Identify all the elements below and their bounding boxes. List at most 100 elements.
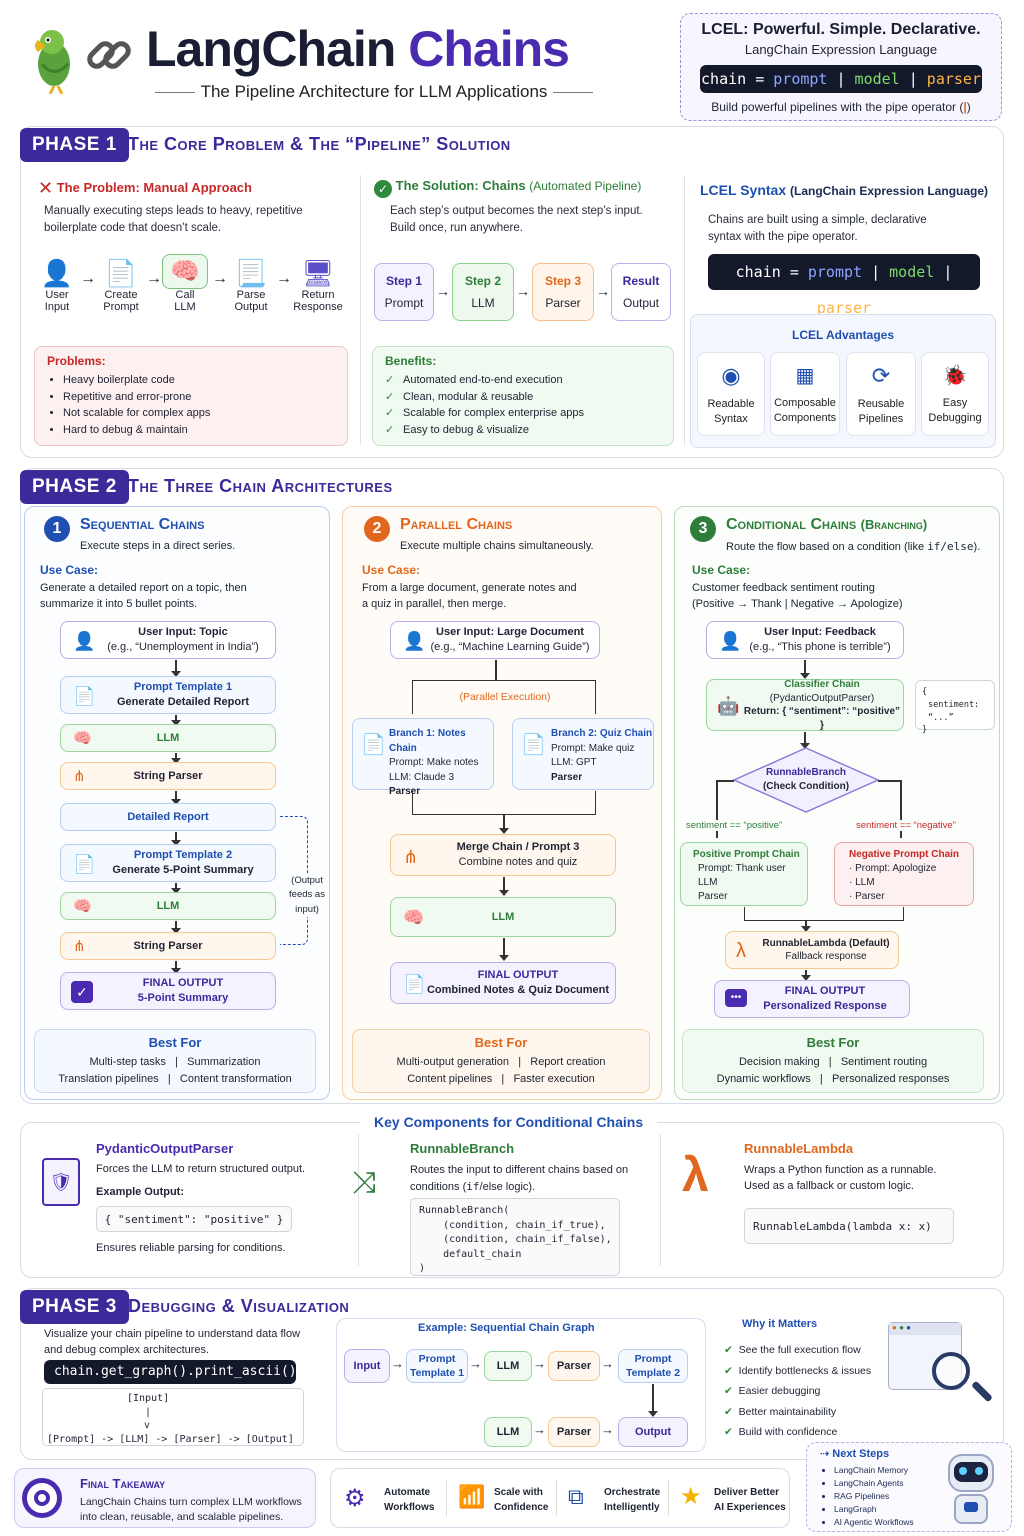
- lcel-header-foot: Build powerful pipelines with the pipe o…: [711, 100, 971, 114]
- parser-icon: ⋔: [73, 938, 86, 955]
- seq-title: Sequential Chains: [80, 516, 205, 533]
- key-components-title: Key Components for Conditional Chains: [360, 1114, 658, 1130]
- par-best-box: Best For Multi-output generation | Repor…: [352, 1029, 650, 1093]
- takeaway-title: Final Takeaway: [80, 1476, 166, 1491]
- user-icon: 👤: [403, 631, 426, 651]
- phase2-title: The Three Chain Architectures: [128, 476, 393, 496]
- cond-title: Conditional Chains (Branching): [726, 516, 928, 533]
- takeaway-text: LangChain Chains turn complex LLM workfl…: [80, 1496, 302, 1524]
- cond-input: 👤User Input: Feedback(e.g., “This phone …: [706, 621, 904, 659]
- checkbox-icon: ✓: [71, 981, 93, 1003]
- why-list: ✔ See the full execution flow ✔ Identify…: [724, 1344, 872, 1438]
- check-icon: ✔: [724, 1364, 733, 1377]
- magnifier-window-icon: ● ● ●: [888, 1322, 998, 1410]
- phase3-title: Debugging & Visualization: [128, 1296, 350, 1316]
- page-subtitle: The Pipeline Architecture for LLM Applic…: [136, 82, 612, 102]
- rb-desc: Routes the input to different chains bas…: [410, 1164, 629, 1193]
- robot-icon: 🤖: [717, 696, 740, 716]
- seq-usecase-label: Use Case:: [40, 563, 99, 577]
- document-icon: 📄: [521, 734, 546, 756]
- rl-title: RunnableLambda: [744, 1141, 854, 1156]
- g-parser2: Parser: [548, 1417, 600, 1447]
- brain-icon: 🧠: [73, 730, 92, 747]
- cond-classifier: 🤖Classifier Chain(PydanticOutputParser)R…: [706, 679, 904, 731]
- seq-llm2: 🧠LLM: [60, 892, 276, 920]
- takeaway-box: [14, 1468, 316, 1528]
- seq-best-box: Best For Multi-step tasks | Summarizatio…: [34, 1029, 316, 1093]
- brain-icon: 🧠: [403, 908, 425, 927]
- user-icon: 👤: [40, 258, 74, 288]
- brain-icon: 🧠: [73, 898, 92, 915]
- check-icon: ✔: [724, 1426, 733, 1438]
- brain-icon: 🧠: [162, 254, 208, 289]
- problems-box: Problems: Heavy boilerplate codeRepetiti…: [34, 346, 348, 446]
- lcel-header-title: LCEL: Powerful. Simple. Declarative.: [701, 21, 981, 38]
- chain-link-icon: [84, 30, 134, 80]
- lcel-header-code: chain = prompt | model | parser: [700, 65, 982, 93]
- phase1-title: The Core Problem & The “Pipeline” Soluti…: [128, 134, 511, 154]
- pydantic-ex-label: Example Output:: [96, 1186, 185, 1198]
- g-parser: Parser: [548, 1351, 600, 1381]
- star-icon: ★: [680, 1483, 702, 1510]
- document-icon: 📄: [73, 686, 96, 706]
- why-title: Why it Matters: [742, 1318, 818, 1330]
- pydantic-title: PydanticOutputParser: [96, 1141, 234, 1156]
- pydantic-icon: 🛡: [42, 1158, 80, 1206]
- bug-icon: 🐞: [942, 364, 968, 387]
- chat-icon: •••: [725, 989, 747, 1007]
- parrot-logo-icon: [24, 24, 84, 95]
- graph-panel: [336, 1318, 706, 1452]
- lcel-header-box: LCEL: Powerful. Simple. Declarative. Lan…: [680, 13, 1002, 121]
- par-desc: Execute multiple chains simultaneously.: [400, 540, 594, 552]
- user-icon: 👤: [719, 631, 742, 651]
- par-input: 👤User Input: Large Document(e.g., “Machi…: [390, 621, 600, 659]
- page-title: LangChain Chains: [146, 21, 570, 77]
- cond-negative: Negative Prompt Chain· Prompt: Apologize…: [834, 842, 974, 906]
- neg-condition-label: sentiment == “negative”: [856, 820, 956, 831]
- cond-desc: Route the flow based on a condition (lik…: [726, 540, 981, 553]
- orchestrate-icon: ⧉: [568, 1484, 584, 1509]
- refresh-icon: ⟳: [871, 363, 891, 389]
- check-icon: ✔: [724, 1344, 733, 1356]
- phase3-ascii: [Input]|v[Prompt] -> [LLM] -> [Parser] -…: [42, 1388, 304, 1446]
- branch-icon: ⤨: [352, 1166, 376, 1199]
- document-icon: 📄: [403, 974, 426, 994]
- par-num-icon: 2: [364, 516, 390, 542]
- footer-strip: [330, 1468, 790, 1528]
- merge-icon: ⋔: [403, 847, 419, 867]
- check-icon: ✔: [724, 1405, 733, 1418]
- pydantic-desc: Forces the LLM to return structured outp…: [96, 1163, 306, 1175]
- lcel-syntax-code: chain = prompt | model | parser: [708, 254, 980, 317]
- seq-num-icon: 1: [44, 516, 70, 542]
- solution-heading: ✓ The Solution: Chains (Automated Pipeli…: [374, 178, 641, 198]
- phase3-desc: Visualize your chain pipeline to underst…: [44, 1328, 301, 1356]
- seq-desc: Execute steps in a direct series.: [80, 540, 236, 552]
- phase2-badge: PHASE 2: [20, 470, 129, 504]
- problem-desc: Manually executing steps leads to heavy,…: [44, 205, 303, 234]
- target-icon: [22, 1478, 62, 1518]
- phase3-badge: PHASE 3: [20, 1290, 129, 1324]
- par-title: Parallel Chains: [400, 516, 513, 533]
- g-llm: LLM: [484, 1351, 532, 1381]
- pos-condition-label: sentiment == “positive”: [686, 820, 783, 831]
- cond-usecase-label: Use Case:: [692, 563, 751, 577]
- cond-num-icon: 3: [690, 516, 716, 542]
- g-llm2: LLM: [484, 1417, 532, 1447]
